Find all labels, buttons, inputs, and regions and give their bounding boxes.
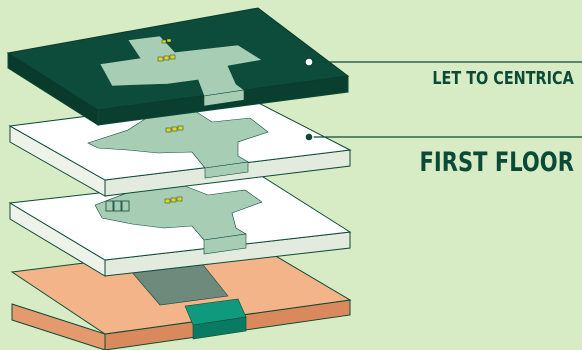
top-floor-slab — [6, 7, 350, 126]
callout-label-first-floor: FIRST FLOOR — [419, 147, 574, 178]
top-floor-core — [99, 35, 263, 97]
lower-floor-stairs — [105, 200, 130, 212]
callout-dot-top-floor — [304, 57, 314, 67]
callout-leader-first-floor — [304, 132, 582, 142]
callout-dot-first-floor — [304, 132, 314, 142]
top-floor-lift-marks — [157, 38, 176, 62]
first-floor-lift-marks — [165, 125, 184, 133]
callout-label-top-floor: LET TO CENTRICA — [432, 68, 574, 89]
callout-leader-top-floor — [304, 57, 582, 67]
lower-floor-core — [94, 185, 263, 241]
lower-floor-slab — [8, 174, 352, 277]
lower-floor-lift-marks — [164, 196, 183, 204]
